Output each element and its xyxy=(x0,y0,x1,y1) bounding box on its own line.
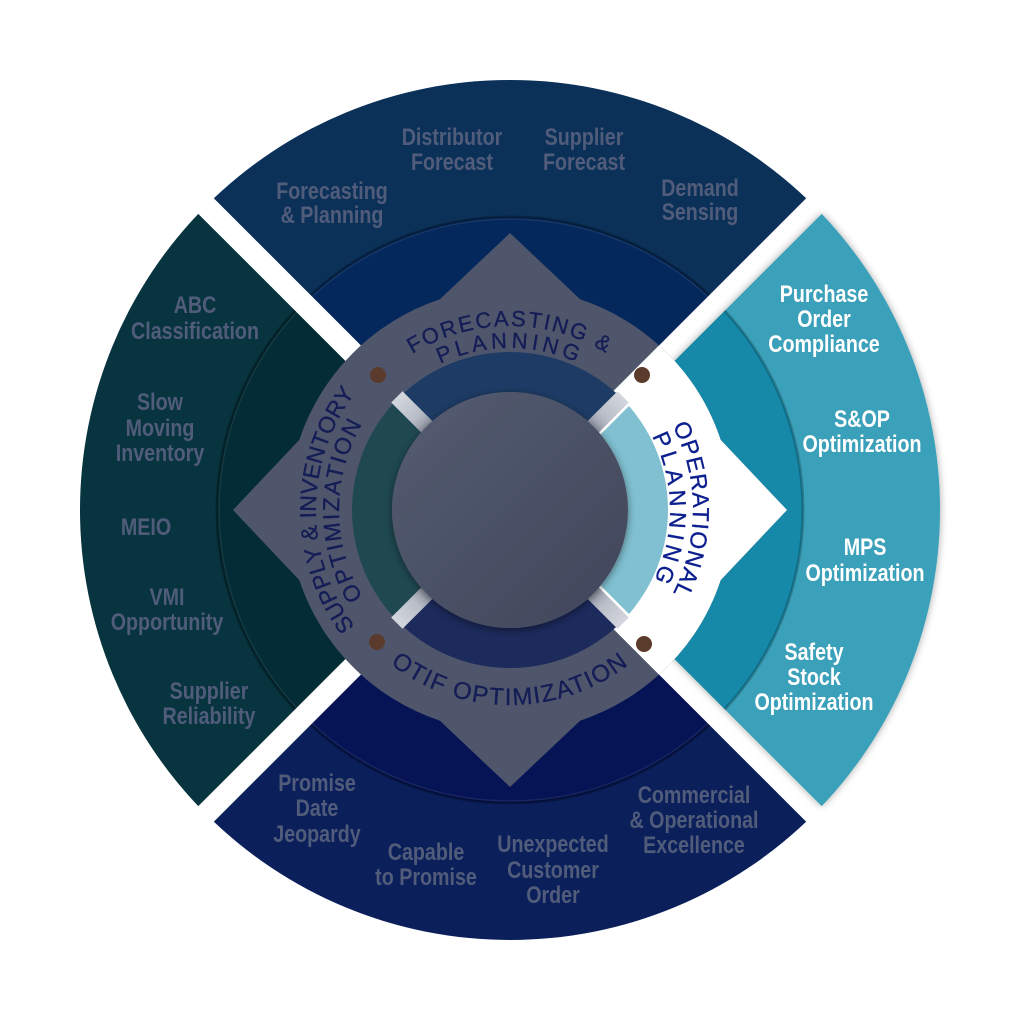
item-line: VMI xyxy=(150,583,185,610)
item-mps-optimization: MPS Optimization xyxy=(805,533,924,586)
item-line: & Operational xyxy=(630,806,759,833)
ring-connectors xyxy=(391,391,629,629)
hub: FORECASTING & PLANNING SUPPLY & INVENTOR… xyxy=(233,233,787,787)
operational-planning-items: Purchase Order Compliance S&OP Optimizat… xyxy=(754,280,924,715)
item-line: Commercial xyxy=(638,781,751,808)
item-line: Supplier xyxy=(170,677,249,704)
item-line: Classification xyxy=(131,317,259,344)
item-line: Date xyxy=(296,794,339,821)
item-line: Distributor xyxy=(402,123,503,150)
item-line: Stock xyxy=(787,663,841,690)
item-line: Sensing xyxy=(662,198,739,225)
item-line: Forecast xyxy=(543,148,626,175)
item-forecasting-and-planning: Forecasting & Planning xyxy=(276,177,388,228)
item-line: Supplier xyxy=(545,123,624,150)
item-line: Inventory xyxy=(116,439,205,466)
item-capable-to-promise: Capable to Promise xyxy=(375,838,477,890)
forecasting-inner-band xyxy=(398,352,622,427)
connector-top-left xyxy=(391,391,438,438)
item-line: Jeopardy xyxy=(273,820,361,847)
item-supplier-forecast: Supplier Forecast xyxy=(543,123,626,175)
item-line: MPS xyxy=(844,533,887,560)
ring-markers xyxy=(369,367,652,652)
marker-dot-bottom-right xyxy=(636,636,652,652)
item-meio: MEIO xyxy=(121,513,171,540)
item-line: Capable xyxy=(388,838,465,865)
item-purchase-order-compliance: Purchase Order Compliance xyxy=(768,280,880,357)
item-distributor-forecast: Distributor Forecast xyxy=(402,123,503,175)
item-promise-date-jeopardy: Promise Date Jeopardy xyxy=(273,769,361,847)
item-unexpected-customer-order: Unexpected Customer Order xyxy=(497,830,609,908)
item-supplier-reliability: Supplier Reliability xyxy=(163,677,257,729)
item-vmi-opportunity: VMI Opportunity xyxy=(111,583,224,635)
item-line: Purchase xyxy=(780,280,869,307)
otif-inner-band xyxy=(398,593,622,668)
supply-inventory-optimization-items: ABC Classification Slow Moving Inventory… xyxy=(111,291,259,729)
item-line: MEIO xyxy=(121,513,171,540)
item-line: Reliability xyxy=(163,702,257,729)
connector-bottom-left xyxy=(391,582,438,629)
connector-bottom-right xyxy=(582,582,629,629)
item-line: Optimization xyxy=(802,430,921,457)
marker-dot-top-left xyxy=(370,367,386,383)
center-disk xyxy=(392,392,628,628)
item-line: Demand xyxy=(661,174,739,201)
item-line: Forecasting xyxy=(276,177,388,204)
item-line: Unexpected xyxy=(497,830,609,857)
item-line: Excellence xyxy=(643,831,745,858)
item-line: Opportunity xyxy=(111,608,224,635)
item-demand-sensing: Demand Sensing xyxy=(661,174,739,225)
forecasting-planning-items: Forecasting & Planning Distributor Forec… xyxy=(276,123,739,228)
connector-top-right xyxy=(582,391,629,438)
item-commercial-operational-excellence: Commercial & Operational Excellence xyxy=(630,781,759,858)
supply-inner-band xyxy=(352,398,427,622)
otif-optimization-items: Promise Date Jeopardy Capable to Promise… xyxy=(273,769,758,908)
item-line: Forecast xyxy=(411,148,494,175)
item-line: Moving xyxy=(126,414,195,441)
operational-middle-rim xyxy=(723,309,805,711)
item-line: Order xyxy=(526,881,580,908)
item-line: Optimization xyxy=(754,688,873,715)
item-line: to Promise xyxy=(375,863,477,890)
item-abc-classification: ABC Classification xyxy=(131,291,259,344)
item-line: ABC xyxy=(174,291,217,318)
item-line: Customer xyxy=(507,856,599,883)
item-line: Order xyxy=(797,305,851,332)
item-slow-moving-inventory: Slow Moving Inventory xyxy=(116,388,205,466)
item-line: & Planning xyxy=(281,201,384,228)
item-line: Promise xyxy=(278,769,356,796)
item-line: S&OP xyxy=(834,405,890,432)
item-safety-stock-optimization: Safety Stock Optimization xyxy=(754,638,873,715)
item-line: Compliance xyxy=(768,330,880,357)
item-line: Safety xyxy=(784,638,844,665)
item-line: Slow xyxy=(137,388,184,415)
item-line: Optimization xyxy=(805,559,924,586)
marker-dot-top-right xyxy=(634,367,650,383)
operational-inner-band xyxy=(600,406,668,614)
marker-dot-bottom-left xyxy=(369,634,385,650)
item-sop-optimization: S&OP Optimization xyxy=(802,405,921,457)
